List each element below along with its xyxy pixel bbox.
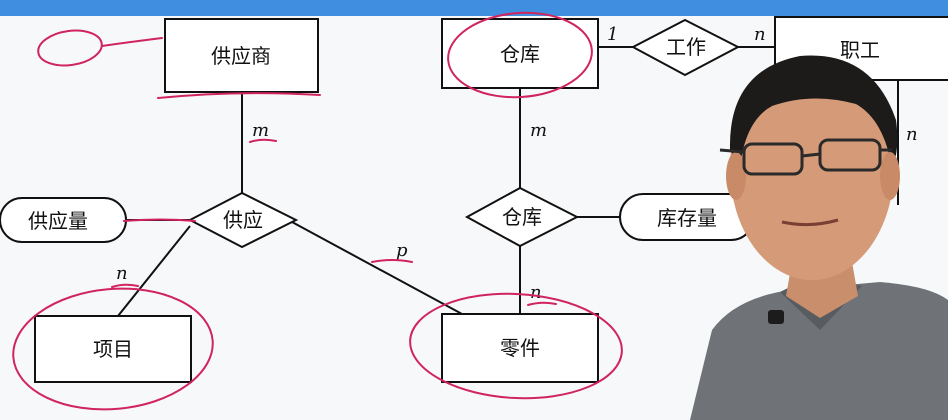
ink-underline-p [371,259,413,263]
relationship-work-label: 工作 [666,35,706,59]
cardinality-employee-side: n [906,124,918,145]
glasses-icon [719,138,892,176]
lecturer-figure [690,55,948,420]
entity-employee-label: 职工 [840,38,880,62]
lapel-microphone [768,310,784,324]
ink-tail-top-left [101,37,163,47]
ink-underline-n-left [111,283,139,288]
relationship-stock-label: 仓库 [502,205,542,229]
cardinality-supply-part: p [396,240,408,261]
lecturer-ear-right [880,152,900,200]
top-blue-bar [0,0,948,16]
cardinality-supplier-supply: m [252,120,269,141]
edge-supply-part [291,221,463,315]
relationship-work: 工作 [630,18,741,77]
entity-part-label: 零件 [500,336,540,360]
ink-circle-project [12,287,214,411]
lecturer-shirt [690,282,948,420]
cardinality-warehouse-work: 1 [607,24,618,45]
ink-underline-supplier [157,92,321,99]
lecturer-head [730,56,894,280]
attribute-supply-qty-label: 供应量 [28,209,88,233]
lecturer-mouth [781,218,839,227]
entity-part: 零件 [441,313,599,383]
entity-project-label: 项目 [93,337,133,361]
relationship-stock: 仓库 [464,186,580,248]
ink-circle-part [409,292,623,400]
lecturer-hair [729,55,898,168]
lecturer-ear-left [726,152,746,200]
relationship-supply-label: 供应 [223,208,263,232]
ink-underline-n-right [527,301,557,306]
entity-supplier-label: 供应商 [211,44,271,68]
ink-circle-warehouse [447,11,593,99]
ink-underline-m-left [249,138,277,143]
ink-annotations [12,11,623,411]
cardinality-work-employee: n [754,24,766,45]
ink-mark-supply-qty [123,218,196,222]
relationship-supply: 供应 [187,191,299,249]
cardinality-warehouse-stock: m [530,120,547,141]
cardinality-stock-part: n [530,282,542,303]
entity-warehouse-label: 仓库 [500,42,540,66]
ink-circle-top-left [37,29,103,67]
edge-supply-project [117,225,191,317]
attribute-stock-qty-label: 库存量 [657,206,717,230]
entity-warehouse: 仓库 [441,18,599,89]
attribute-stock-qty: 库存量 [619,193,755,241]
entity-project: 项目 [34,315,192,383]
entity-supplier: 供应商 [164,18,319,93]
cardinality-supply-project: n [116,263,128,284]
attribute-supply-qty: 供应量 [0,197,127,243]
